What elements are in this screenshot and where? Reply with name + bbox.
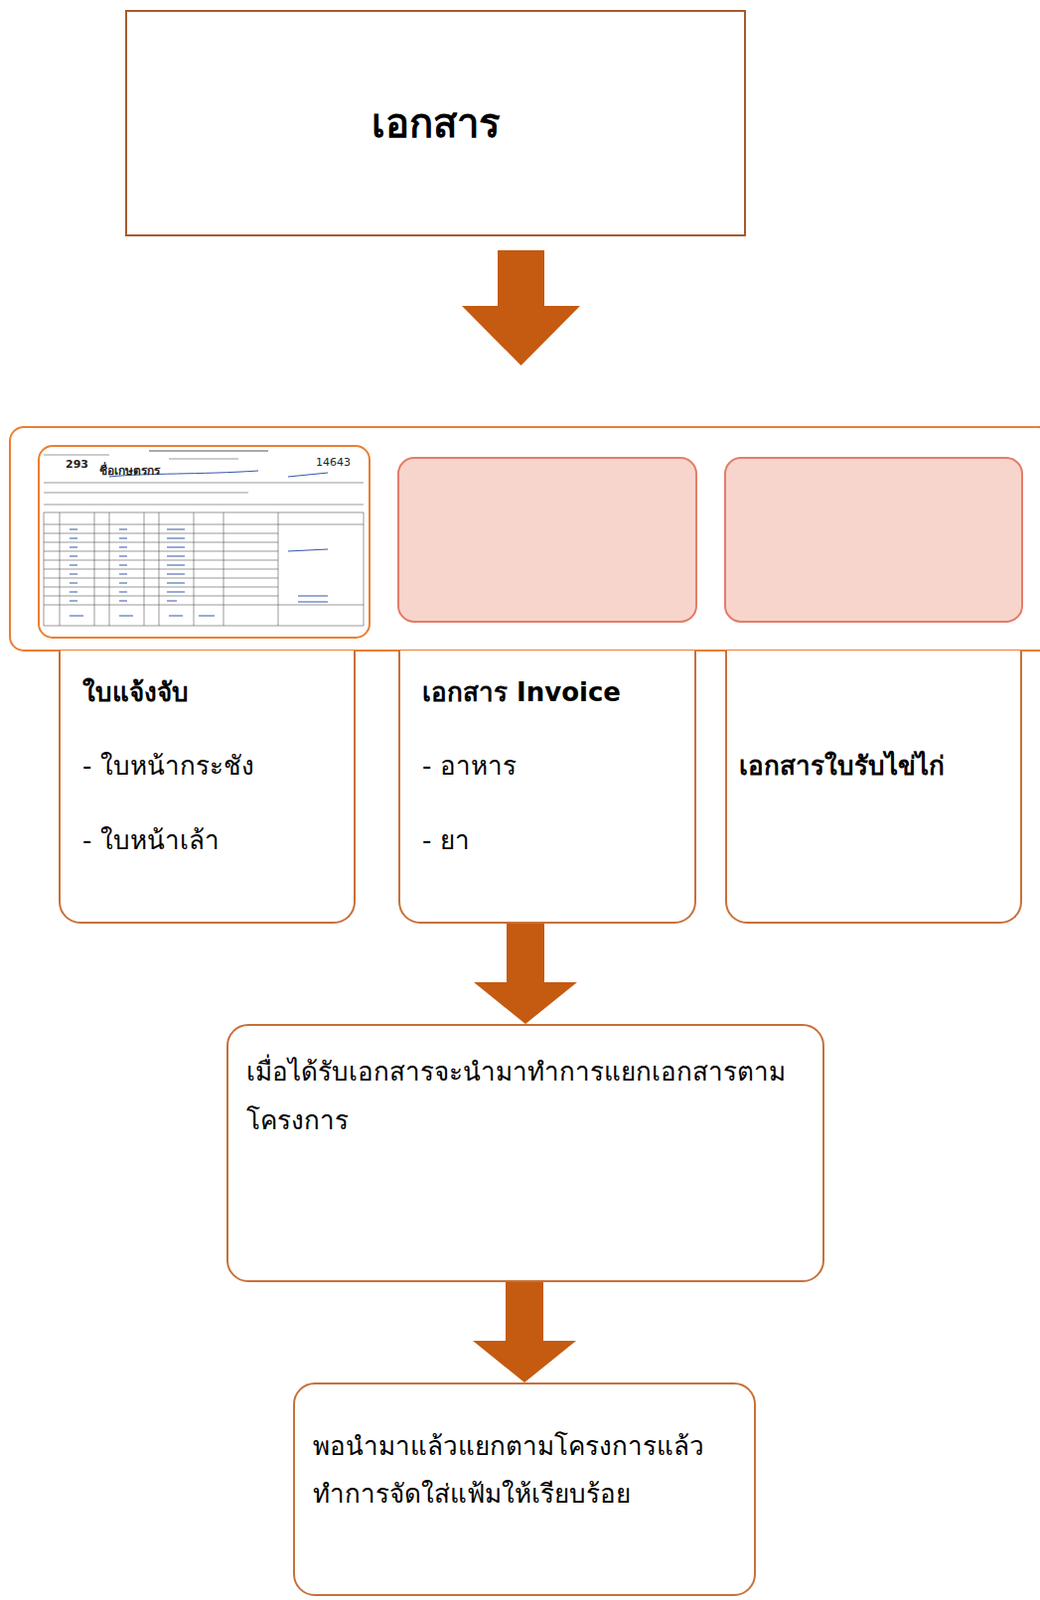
image-placeholder [725,457,1023,622]
form-text: 293 [65,458,89,470]
block-arrow [461,250,581,366]
handwriting [69,470,328,616]
process-box: เอกสาร [125,9,746,237]
process-box: เมื่อได้รับเอกสารจะนำมาทำการแยกเอกสารตาม… [226,1024,825,1283]
process-box: เอกสาร Invoice - อาหาร - ยา [398,650,697,924]
process-box: ใบแจ้งจับ - ใบหน้ากระชัง - ใบหน้าเล้า [58,650,356,924]
box-text: - ยา [422,822,470,859]
box-text: - ใบหน้ากระชัง [82,747,255,784]
box-text: - ใบหน้าเล้า [82,822,220,859]
block-arrow [472,1282,577,1383]
process-box: พอนำมาแล้วแยกตามโครงการแล้วทำการจัดใส่แฟ… [293,1382,756,1597]
box-text: - อาหาร [422,747,517,784]
image-placeholder [398,457,697,622]
box-text: ใบแจ้งจับ [82,674,189,711]
box-text: เอกสาร Invoice [422,674,621,711]
box-text: เอกสารใบรับไข่ไก่ [739,747,945,784]
form-text: ชื่อเกษตรกร [99,464,160,477]
form-text: 14643 [315,456,351,468]
box-text: พอนำมาแล้วแยกตามโครงการแล้วทำการจัดใส่แฟ… [312,1422,739,1518]
process-box: เอกสารใบรับไข่ไก่ [725,650,1023,924]
block-arrow [473,923,578,1025]
box-text: เอกสาร [371,95,500,151]
document-thumbnail [38,445,370,638]
form-drawing [43,450,364,626]
group-panel [9,427,1040,651]
box-text: เมื่อได้รับเอกสารจะนำมาทำการแยกเอกสารตาม… [246,1047,807,1147]
